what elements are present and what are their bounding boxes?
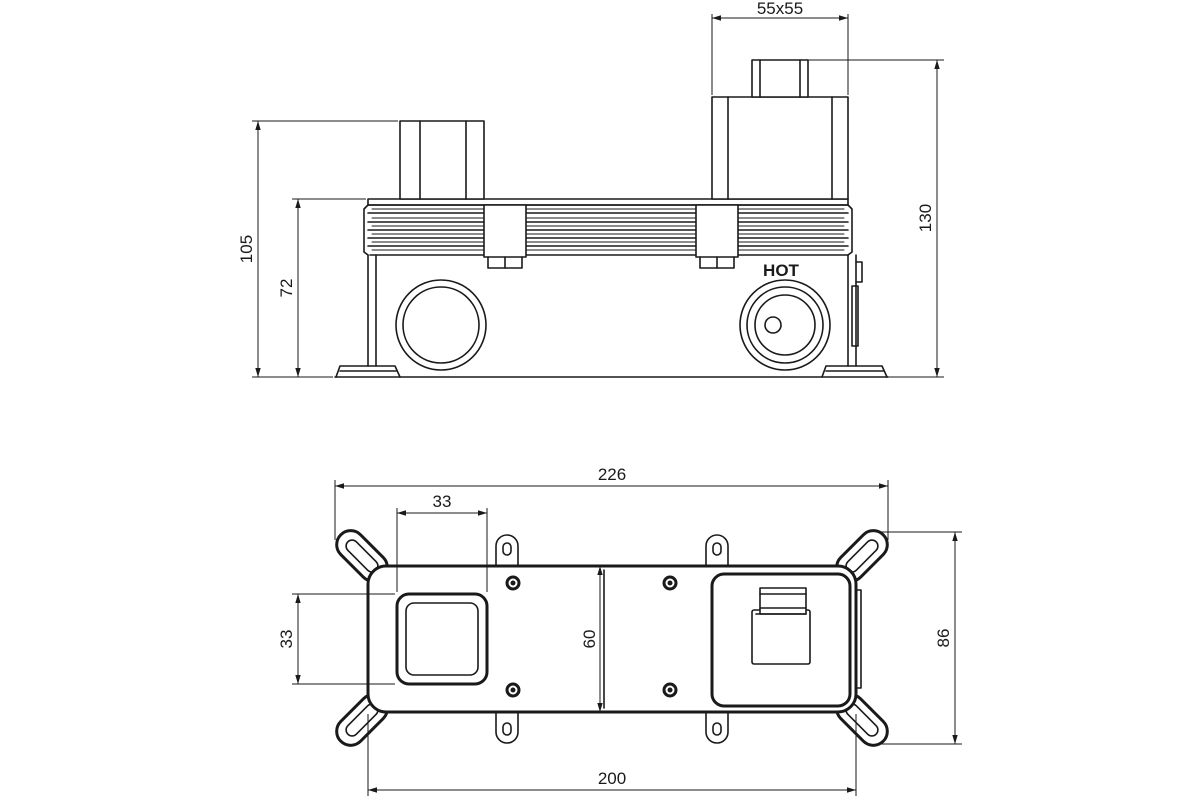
- dim-105: 105: [237, 120, 398, 378]
- front-right-port: [739, 279, 831, 371]
- front-left-stem: [399, 120, 485, 200]
- top-left-square: [395, 592, 489, 686]
- hot-label: HOT: [763, 261, 800, 280]
- front-view: HOT 55x55 130 105 72: [237, 0, 944, 378]
- front-bosses: [483, 204, 739, 269]
- side-tabs: [495, 534, 729, 744]
- dim-226-label: 226: [598, 465, 626, 484]
- dim-130: 130: [808, 59, 944, 378]
- dim-200: 200: [367, 714, 857, 796]
- dim-33-width: 33: [396, 492, 488, 592]
- top-view: 226 33 33 60 86: [277, 465, 962, 796]
- dim-86-label: 86: [934, 629, 953, 648]
- dim-200-label: 200: [598, 769, 626, 788]
- dim-105-label: 105: [237, 235, 256, 263]
- front-thread-band: [363, 198, 853, 256]
- screw-holes: [505, 575, 678, 698]
- dim-226: 226: [334, 465, 889, 540]
- front-right-housing: [711, 59, 849, 200]
- front-left-port: [395, 279, 487, 371]
- top-side-strip: [855, 589, 862, 689]
- dim-33-height: 33: [277, 593, 395, 685]
- dim-86: 86: [880, 531, 962, 745]
- dim-130-label: 130: [916, 204, 935, 232]
- top-right-square: [710, 572, 852, 708]
- dim-60: 60: [580, 566, 603, 712]
- dim-72-label: 72: [277, 279, 296, 298]
- dim-33-width-label: 33: [433, 492, 452, 511]
- front-lower-body: [367, 254, 863, 367]
- front-base: [334, 365, 889, 378]
- dim-55x55: 55x55: [711, 0, 849, 95]
- dim-60-label: 60: [580, 630, 599, 649]
- dim-55x55-label: 55x55: [757, 0, 803, 18]
- dim-33-height-label: 33: [277, 630, 296, 649]
- dim-72: 72: [277, 198, 366, 377]
